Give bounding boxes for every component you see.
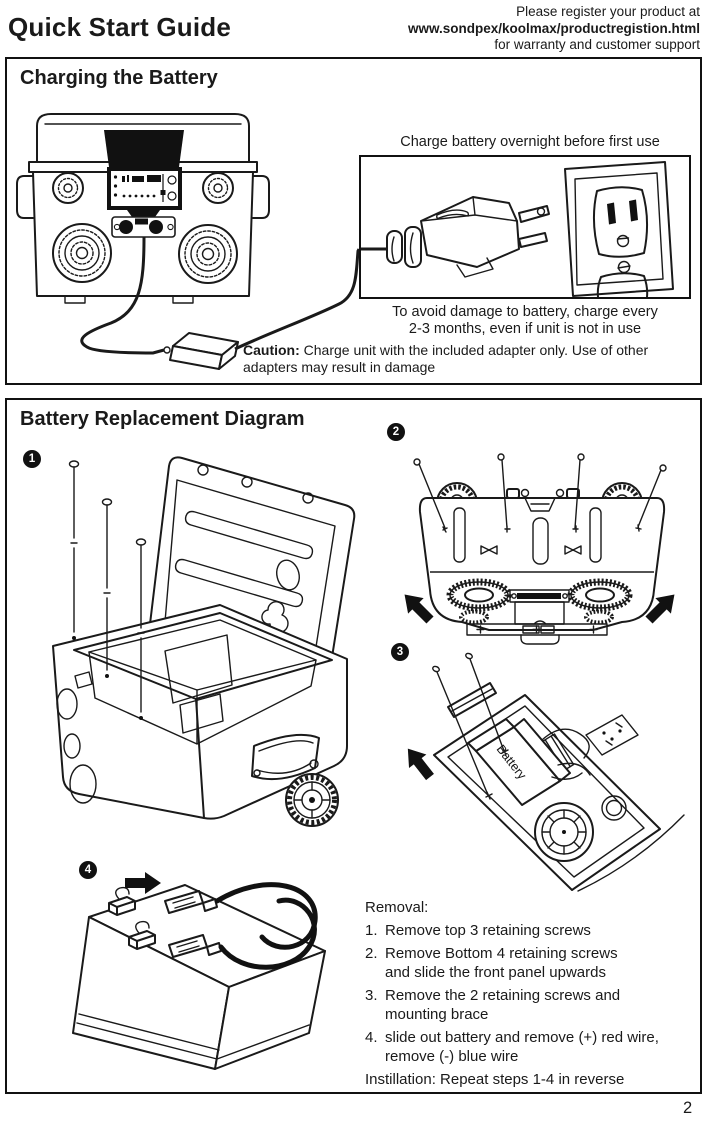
speaker-magnet — [534, 802, 594, 862]
step-2-badge: 2 — [387, 423, 405, 441]
removal-instructions: Removal: 1. Remove top 3 retaining screw… — [365, 898, 703, 1089]
removal-step-1: 1. Remove top 3 retaining screws — [365, 922, 591, 939]
battery-in-compartment: Battery — [467, 718, 571, 806]
avoid-damage-note: To avoid damage to battery, charge every… — [392, 304, 658, 337]
battery-section-title: Battery Replacement Diagram — [20, 408, 305, 430]
battery-replacement-section: Battery Replacement Diagram 1 2 3 4 — [5, 398, 702, 1094]
battery-wires — [214, 882, 318, 970]
slide-out-arrow-icon — [125, 872, 161, 894]
mounting-brace — [447, 682, 497, 718]
removal-heading: Removal: — [365, 899, 429, 916]
slide-left-arrow-icon — [404, 594, 434, 624]
installation-note: Instillation: Repeat steps 1-4 in revers… — [365, 1071, 625, 1088]
tweeter-speakers — [52, 172, 234, 204]
step1-open-cooler-illustration — [52, 456, 356, 827]
caution-label: Caution: — [243, 342, 300, 358]
step-4-badge: 4 — [79, 861, 97, 879]
charging-section: Charging the Battery — [5, 57, 702, 385]
overnight-note: Charge battery overnight before first us… — [400, 134, 660, 150]
caution-text: Charge unit with the included adapter on… — [243, 342, 649, 375]
plug-illustration — [361, 196, 550, 278]
plug-outlet-illustration — [361, 161, 674, 297]
register-note: Please register your product at www.sond… — [408, 4, 700, 54]
speaker-openings — [446, 578, 633, 625]
removal-step-2: 2. Remove Bottom 4 retaining screws and … — [365, 945, 618, 981]
removal-step-4: 4. slide out battery and remove (+) red … — [365, 1029, 659, 1065]
connector-panel — [111, 216, 176, 238]
caution-note: Caution: Charge unit with the included a… — [243, 342, 699, 376]
step3-battery-compartment-illustration: Battery — [407, 652, 685, 892]
page-number: 2 — [683, 1099, 693, 1117]
telescoping-handle — [251, 733, 320, 781]
cooler-front-illustration — [16, 113, 361, 370]
charging-section-title: Charging the Battery — [20, 67, 218, 89]
control-panel-display — [104, 130, 184, 217]
outlet-illustration — [564, 161, 674, 297]
wire-connectors — [164, 890, 222, 958]
step-1-badge: 1 — [23, 450, 41, 468]
step4-battery-illustration — [72, 872, 326, 1070]
slide-right-arrow-icon — [645, 594, 675, 624]
register-url: www.sondpex/koolmax/productregistion.htm… — [407, 20, 700, 36]
page-title: Quick Start Guide — [8, 12, 232, 42]
power-adapter-illustration — [80, 236, 361, 370]
removal-step-3: 3. Remove the 2 retaining screws and mou… — [365, 987, 621, 1023]
retaining-screws — [413, 453, 667, 533]
wheel — [285, 773, 339, 827]
battery-terminals — [108, 886, 156, 950]
step-3-badge: 3 — [391, 643, 409, 661]
register-line-3: for warranty and customer support — [494, 37, 700, 52]
step2-bottom-panel-illustration — [404, 453, 675, 645]
remove-arrow-icon — [407, 748, 434, 781]
retaining-screws — [68, 460, 147, 720]
register-line-1: Please register your product at — [516, 4, 700, 19]
woofer-speakers — [52, 223, 238, 284]
brace-screws — [432, 652, 509, 800]
battery-body — [72, 884, 326, 1070]
plug-outlet-box — [359, 155, 691, 299]
